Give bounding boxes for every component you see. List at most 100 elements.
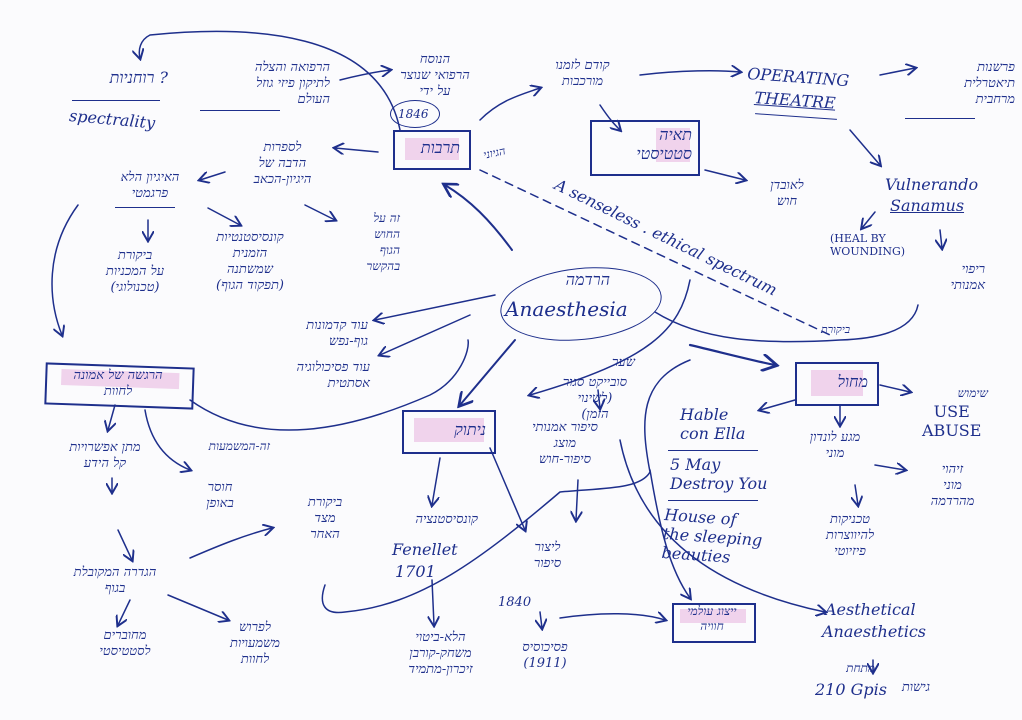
arrow-down-2: [304, 204, 335, 220]
left-sub2-hebrew-note: זה-המשמעות: [208, 439, 270, 453]
mid-cluster-hebrew-note: קונסיסטנטיות הזמנית שמשתנה (תפקוד הגוף): [216, 230, 284, 293]
left-bottom-hebrew-note: הגדרה המקובלת בגוף: [73, 565, 157, 596]
arrow-left-down4: [117, 529, 132, 560]
arrow-to-sleeping: [649, 469, 690, 598]
arrow-curve-right: [530, 279, 691, 395]
arrow-left-box-down: [108, 404, 115, 430]
arrow-left-from-center: [335, 148, 379, 152]
anesthetic-hebrew-label: הרדמה: [565, 270, 610, 289]
top-left-hebrew-note: הרפואה והצלה לתיקון פיזי גוזל העולם: [254, 60, 330, 107]
right-col-hebrew-note: מגע לונדון מוני: [809, 430, 861, 461]
right-mid-hebrew-note: טכניקות להיווצרות פיזיוטי: [825, 512, 875, 559]
bottom-right-note: 210 Gpis: [815, 680, 887, 699]
culture-box: [393, 130, 471, 170]
sleeping-beauties-note: House of the sleeping beauties: [661, 505, 763, 567]
arrow-left-loop: [51, 204, 79, 335]
divider: [668, 500, 758, 501]
bottom-right-hebrew: גישות: [901, 680, 930, 695]
disconnect-box-label: ניתוק: [454, 420, 486, 439]
mid-right-hebrew-note: סובייקט סגור (לשינוי הזמן): [562, 375, 628, 422]
world-representation-box: [672, 603, 756, 643]
use-abuse-label: USE ABUSE: [922, 402, 982, 440]
spectrality-hebrew-note: ? רוחניות: [109, 68, 168, 87]
arrow-left-box-down2: [144, 409, 190, 470]
arrow-left-to-mid: [189, 528, 272, 559]
left-sub-hebrew-note: מתן אפשרויות קל הידע: [69, 440, 141, 471]
arrow-mid2-down: [598, 389, 600, 408]
arrow-fenellet-down: [432, 579, 434, 625]
dash-senseless: [479, 169, 831, 336]
arrow-to-hable: [760, 399, 796, 410]
arrow-to-top-mid: [479, 88, 540, 121]
mid-center-hebrew-note: ביקורת מצד האחר: [307, 495, 343, 542]
arrow-heal-to-vuln: [862, 211, 876, 228]
arrow-to-nonlocal: [704, 169, 745, 180]
left-top-hebrew-note: לספרות הדבה של היגיון-הכאב: [253, 140, 312, 187]
curve-big-bottom: [189, 339, 469, 431]
arrow-center-to-second: [380, 314, 471, 355]
arrow-right-col: [874, 465, 905, 470]
arrow-box2-right: [489, 447, 525, 530]
disconnect-box: [402, 410, 496, 454]
world-box-label: ייצוג עולמי חוויה: [687, 604, 737, 633]
year-1840: 1840: [498, 595, 532, 610]
arrow-to-right-box: [688, 343, 775, 365]
anaesthesia-label: Anaesthesia: [505, 297, 628, 321]
statistic-box: [590, 120, 700, 176]
use-abuse-hebrew: שימוש: [957, 386, 988, 400]
mid-low-hebrew-note: סיפור אמנותי מוצג סיפור-חוש: [532, 420, 598, 467]
bottom-right-sub-hebrew: מתחת: [846, 661, 875, 675]
arrow-to-use: [879, 385, 910, 392]
consistency-hebrew-note: קונסיסטנציה: [415, 512, 478, 527]
upper-right-small-hebrew: ביקורת: [821, 323, 850, 336]
left-bottom3-hebrew-note: לפרוש משמעויות לחוות: [230, 620, 280, 667]
underline: [905, 118, 975, 119]
left-mid2-hebrew-note: ביקורת על המכניות (טכנולוגי): [105, 248, 165, 295]
arrow-to-operating: [639, 71, 740, 75]
curve-bottom-loop: [321, 359, 691, 614]
highlight: [656, 128, 690, 162]
arrow-to-left-mid: [200, 171, 226, 180]
fenellet-label: Fenellet: [392, 540, 458, 559]
highlight: [405, 138, 459, 160]
highlight: [414, 418, 484, 442]
arrow-to-top-center: [339, 70, 390, 81]
arrow-center-to-hyper: [375, 294, 496, 320]
dance-box: [795, 362, 879, 406]
mid-right2-hebrew-note: שער: [612, 355, 635, 370]
arrow-box2-down: [432, 457, 441, 505]
arrow-left-down5: [118, 599, 131, 625]
center-bottom-hebrew-note: פסיכוסיס (1911): [522, 640, 568, 671]
center-box2-hebrew-note: ליצור סיפור: [533, 540, 562, 571]
nonlocal-hebrew-note: לאובדן חוש: [770, 178, 804, 209]
underline: [115, 207, 175, 208]
arrow-loop-top: [139, 30, 401, 131]
arrow-mid-down: [576, 479, 578, 520]
arrow-left-down6: [167, 594, 228, 620]
year-1846-oval: [390, 100, 440, 128]
culture-box-label: תרבות: [420, 138, 460, 157]
right-bottom-hebrew-note: זיהוי מוני מהרדמה: [930, 462, 975, 509]
divider: [668, 450, 758, 451]
dance-box-label: מחול: [837, 372, 868, 391]
arrow-center-to-box: [445, 185, 513, 251]
underline: [72, 100, 160, 101]
second-hebrew-note: עוד פסיכולוגיה אסתטית: [296, 360, 370, 391]
destroy-you-note: 5 May Destroy You: [670, 455, 768, 493]
arrow-to-vulnerando: [849, 129, 880, 165]
year-1846: 1846: [398, 107, 429, 121]
arrow-down-1: [207, 207, 240, 225]
right-healing-hebrew-note: ריפוי אמנותי: [950, 262, 985, 293]
top-mid-hebrew-note: קודם לזמנו מורכבות: [555, 58, 610, 89]
left-hole-hebrew-note: חוסר באופן: [206, 480, 234, 511]
top-center-hebrew-note: הנוסח הרפואי שנוצר על ידי: [400, 52, 470, 99]
arrow-right-down: [855, 484, 858, 505]
hyperlinks-hebrew-note: עוד קדמונות גוף-נפש: [306, 318, 368, 349]
statistic-box-label: תאיה סטטיסטי: [636, 125, 692, 163]
left-box-hebrew-label: הרגשה של אמונה לחוות: [73, 368, 163, 399]
heal-by-wounding-note: (HEAL BY WOUNDING): [830, 232, 906, 258]
arrow-to-bottom-box: [559, 614, 665, 620]
top-right-hebrew-note: פרשנות תיאטרלית מרחבית: [964, 60, 1015, 107]
